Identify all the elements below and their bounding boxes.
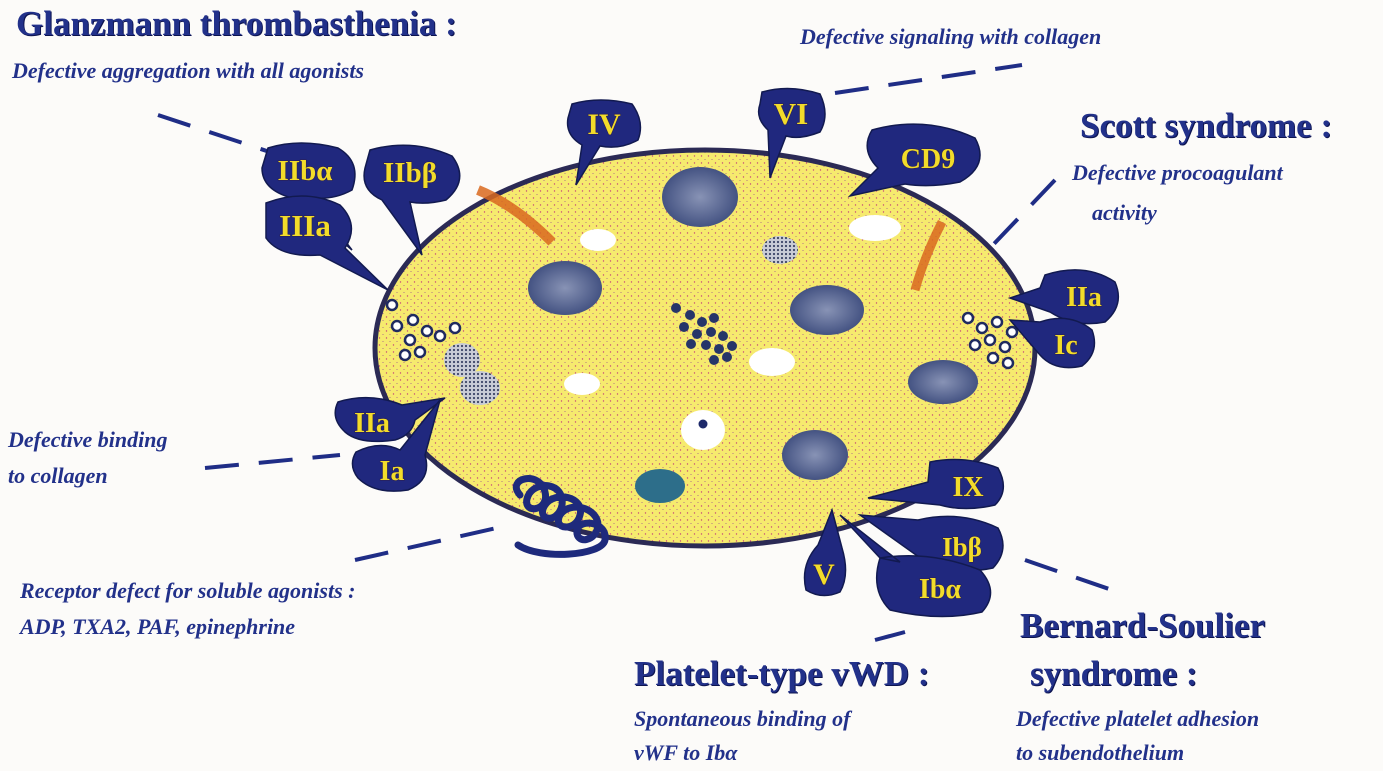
leader-line-collagen-signaling: [835, 65, 1022, 93]
receptor-defect-description-line2: ADP, TXA2, PAF, epinephrine: [20, 612, 295, 642]
tag-label-ia: Ia: [380, 456, 405, 487]
bernard-soulier-title-line2: syndrome :: [1030, 654, 1198, 694]
tag-label-iib-beta: IIbβ: [383, 157, 437, 189]
glanzmann-description: Defective aggregation with all agonists: [12, 56, 364, 86]
tag-label-v: V: [813, 558, 835, 591]
scott-description-line2: activity: [1092, 198, 1157, 228]
tag-label-ix: IX: [952, 472, 983, 503]
glanzmann-title: Glanzmann thrombasthenia :: [16, 4, 457, 44]
platelet-vwd-description-line1: Spontaneous binding of: [634, 704, 850, 734]
vacuole: [849, 215, 901, 241]
vacuole-core: [699, 420, 708, 429]
scott-title: Scott syndrome :: [1080, 106, 1332, 146]
platelet-vwd-description-line2: vWF to Ibα: [634, 738, 737, 768]
alpha-granule: [460, 371, 500, 405]
vacuole: [681, 410, 725, 450]
vacuole: [564, 373, 600, 395]
leader-line-receptor: [355, 525, 510, 560]
tag-label-cd9: CD9: [901, 144, 955, 175]
alpha-granule: [762, 236, 798, 264]
granule: [635, 469, 685, 503]
granule: [662, 167, 738, 227]
bernard-soulier-description-line1: Defective platelet adhesion: [1016, 704, 1259, 734]
vacuole: [749, 348, 795, 376]
tag-label-iiia: IIIa: [279, 208, 331, 243]
bernard-soulier-title-line1: Bernard-Soulier: [1020, 606, 1265, 646]
tag-label-ib-beta: Ibβ: [942, 532, 982, 562]
bernard-soulier-description-line2: to subendothelium: [1016, 738, 1184, 768]
tag-label-vi: VI: [774, 96, 808, 131]
leader-line-scott: [990, 180, 1055, 248]
granule: [908, 360, 978, 404]
leader-line-platelet-vwd: [875, 632, 905, 640]
tag-label-iib-alpha: IIbα: [278, 155, 333, 187]
granule: [790, 285, 864, 335]
tag-label-ib-alpha: Ibα: [919, 574, 961, 605]
scott-description-line1: Defective procoagulant: [1072, 158, 1283, 188]
collagen-binding-description-line1: Defective binding: [8, 425, 167, 455]
collagen-binding-description-line2: to collagen: [8, 461, 108, 491]
tag-label-iia-left: IIa: [354, 408, 390, 439]
tag-label-iia-right: IIa: [1066, 282, 1102, 313]
tag-label-ic: Ic: [1054, 330, 1077, 361]
leader-line-bernard: [1025, 560, 1112, 590]
platelet-vwd-title: Platelet-type vWD :: [634, 654, 929, 694]
tag-label-iv: IV: [587, 108, 621, 141]
vacuole: [580, 229, 616, 251]
collagen-signaling-description: Defective signaling with collagen: [800, 22, 1101, 52]
granule: [528, 261, 602, 315]
receptor-defect-description-line1: Receptor defect for soluble agonists :: [20, 576, 355, 606]
granule: [782, 430, 848, 480]
leader-line-collagen-binding: [205, 455, 340, 468]
